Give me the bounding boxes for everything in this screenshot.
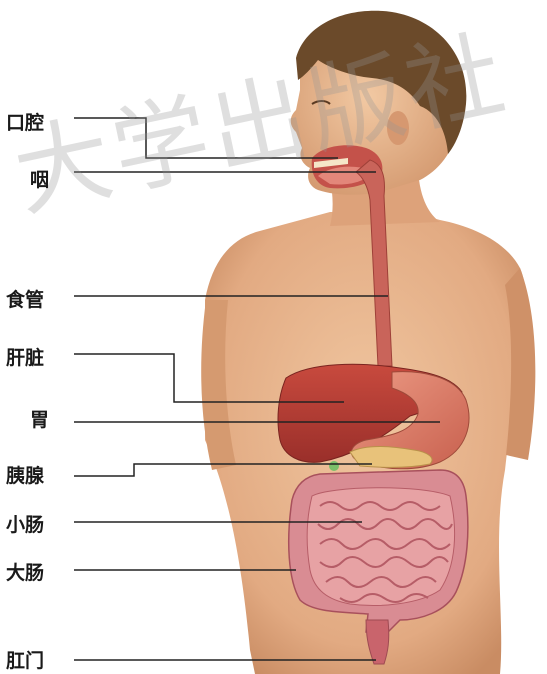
- gallbladder: [329, 461, 339, 471]
- label-stomach: 胃: [30, 409, 49, 431]
- label-large-intestine: 大肠: [6, 562, 44, 584]
- label-pharynx: 咽: [30, 169, 49, 191]
- label-esophagus: 食管: [6, 289, 44, 311]
- label-anus: 肛门: [6, 650, 44, 672]
- label-mouth: 口腔: [6, 112, 44, 134]
- label-pancreas: 胰腺: [6, 465, 44, 487]
- label-small-intestine: 小肠: [6, 514, 44, 536]
- label-liver: 肝脏: [6, 347, 44, 369]
